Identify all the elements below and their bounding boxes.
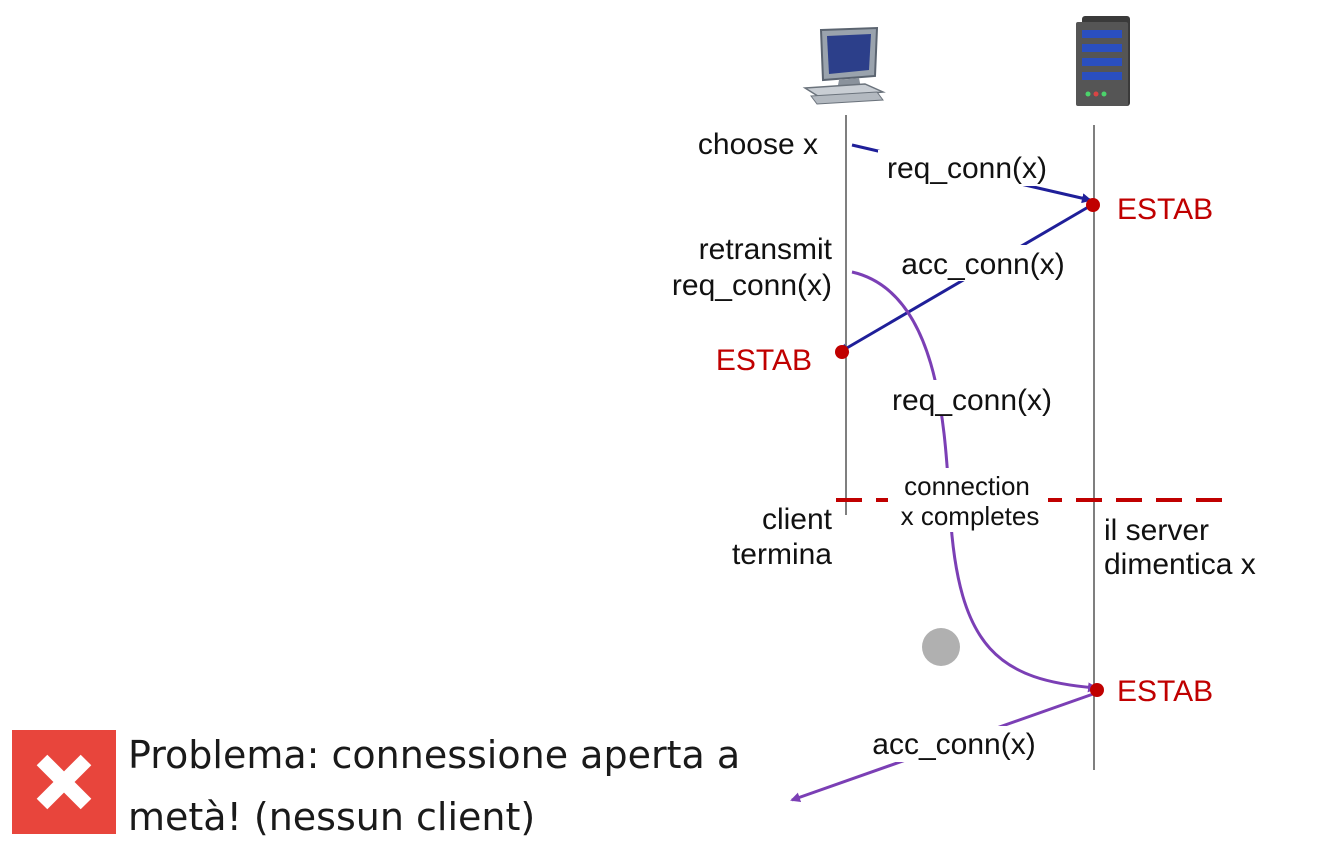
- acc-conn-label-1: acc_conn(x): [901, 248, 1064, 281]
- server-estab-label-1: ESTAB: [1117, 193, 1213, 226]
- close-icon: [12, 730, 116, 834]
- client-terminates-line1: client: [762, 503, 833, 536]
- req-conn-label-2: req_conn(x): [892, 384, 1052, 417]
- problem-text-line1: Problema: connessione aperta a: [128, 733, 740, 777]
- client-terminates-line2: termina: [732, 538, 832, 571]
- retransmit-label-line2: req_conn(x): [672, 269, 832, 302]
- problem-text-line2: metà! (nessun client): [128, 795, 535, 839]
- connection-completes-line1: connection: [904, 471, 1030, 501]
- server-forgets-line2: dimentica x: [1104, 548, 1256, 581]
- client-estab-label: ESTAB: [716, 344, 812, 377]
- acc-conn-label-2: acc_conn(x): [872, 728, 1035, 761]
- retransmit-label-line1: retransmit: [699, 233, 833, 266]
- server-estab-dot-1: [1086, 198, 1100, 212]
- server-estab-dot-2: [1090, 683, 1104, 697]
- server-tower-icon: [1076, 16, 1130, 106]
- req-conn-label-1: req_conn(x): [887, 152, 1047, 185]
- connection-completes-line2: x completes: [901, 501, 1040, 531]
- server-forgets-line1: il server: [1104, 514, 1209, 547]
- choose-x-label: choose x: [698, 128, 818, 161]
- client-estab-dot: [835, 345, 849, 359]
- server-estab-label-2: ESTAB: [1117, 675, 1213, 708]
- gray-marker-dot: [922, 628, 960, 666]
- desktop-computer-icon: [802, 26, 886, 105]
